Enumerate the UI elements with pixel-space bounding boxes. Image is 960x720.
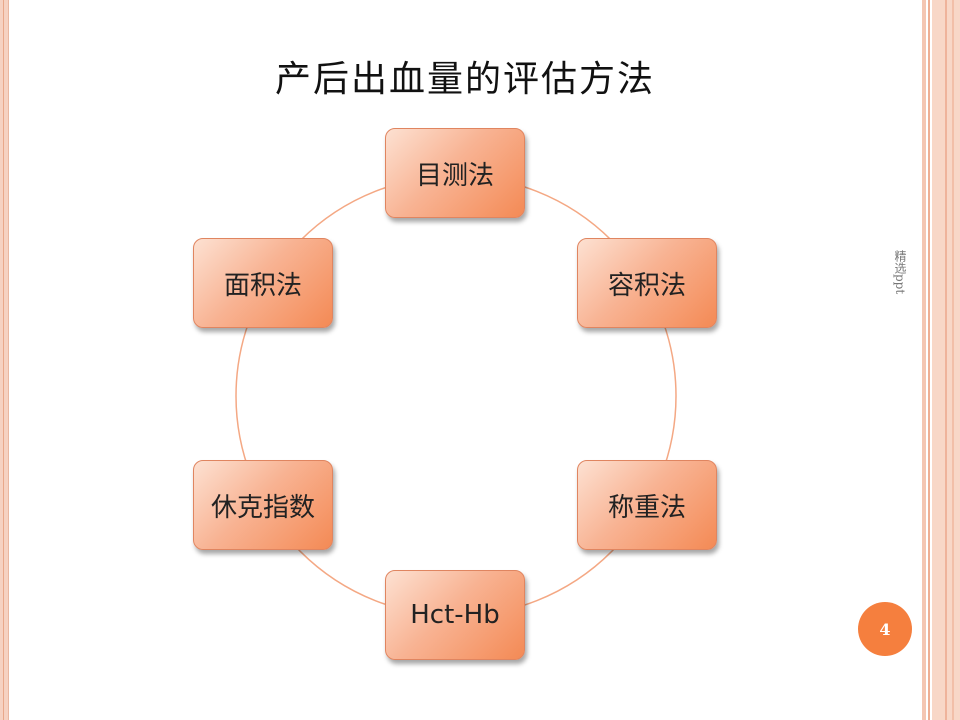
slide-title: 产后出血量的评估方法	[274, 59, 655, 100]
cycle-node-shock-index: 休克指数	[193, 460, 333, 550]
page-number-badge: 4	[858, 602, 912, 656]
cycle-node-volume-method: 容积法	[577, 238, 717, 328]
right-border-stripe	[928, 0, 930, 720]
cycle-node-hct-hb: Hct-Hb	[385, 570, 525, 660]
right-border-stripe	[922, 0, 926, 720]
watermark-text: 精选ppt	[893, 250, 907, 295]
left-border-decoration	[0, 0, 9, 720]
right-border-stripe	[945, 0, 947, 720]
cycle-node-visual-estimation: 目测法	[385, 128, 525, 218]
right-border-stripe	[952, 0, 954, 720]
cycle-node-area-method: 面积法	[193, 238, 333, 328]
cycle-node-weighing-method: 称重法	[577, 460, 717, 550]
